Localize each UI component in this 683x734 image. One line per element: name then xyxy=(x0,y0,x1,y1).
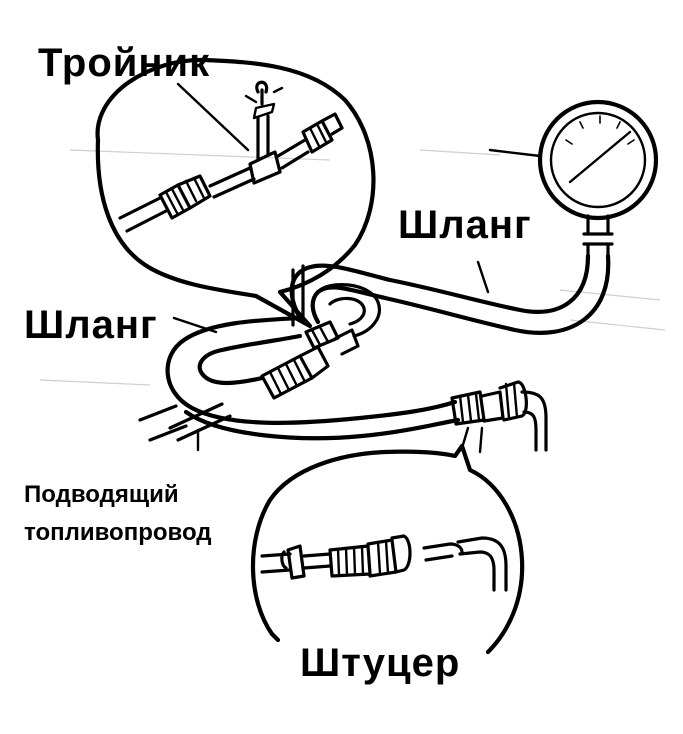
fitting-hose-outer xyxy=(165,315,458,425)
gauge-hose xyxy=(289,253,611,335)
fitting-bubble-hose xyxy=(260,552,292,574)
fitting-bubble-clamp xyxy=(280,544,306,580)
hose-loop xyxy=(316,283,381,338)
gauge-scale-marks xyxy=(565,115,635,145)
tee-bubble-tube-right xyxy=(276,138,310,170)
tee-label: Тройник xyxy=(38,41,210,85)
fitting-magnifier-bubble xyxy=(250,443,525,655)
fitting-label: Штуцер xyxy=(300,641,460,685)
supply-pipe-vertical xyxy=(520,390,548,452)
tee-bubble-nut-right xyxy=(301,112,344,154)
hose-right-leader-line xyxy=(476,260,490,294)
gauge-dial xyxy=(549,111,647,209)
tee-bubble-hose xyxy=(118,196,168,233)
fitting-bubble-gap xyxy=(269,631,281,643)
gauge-hose-inner xyxy=(310,253,611,335)
hose-right-label: Шланг xyxy=(398,203,532,247)
tee-bubble-outline xyxy=(95,57,376,329)
fitting-bubble-pipe xyxy=(422,536,508,592)
supply-line-label-line2: топливопровод xyxy=(24,519,212,546)
pressure-gauge xyxy=(488,99,659,258)
tee-magnifier-bubble xyxy=(95,57,376,329)
gauge-needle xyxy=(568,130,632,184)
hose-left-leader-line xyxy=(172,316,218,334)
fitting-hose-bottom xyxy=(183,409,461,441)
fitting-bubble-outline xyxy=(250,443,525,655)
supply-fuel-line xyxy=(138,402,232,452)
hose-left-label: Шланг xyxy=(24,303,158,347)
tee-bubble-tube xyxy=(208,166,256,199)
tee-fitting xyxy=(244,80,284,185)
supply-line-label-line1: Подводящий xyxy=(24,481,179,508)
gauge-connector xyxy=(582,214,614,258)
fitting-hose xyxy=(165,315,461,441)
gauge-hose-outer xyxy=(289,253,591,321)
fitting-bubble-union xyxy=(328,534,412,578)
fitting-bubble-tube xyxy=(302,552,332,570)
tee-leader-line xyxy=(176,82,250,152)
junction-tee xyxy=(291,264,360,356)
tee-bubble-nut-left xyxy=(158,174,212,220)
gauge-side-pointer xyxy=(488,148,542,158)
main-fitting xyxy=(450,380,528,426)
fitting-hose-inner xyxy=(197,333,303,386)
junction-fitting xyxy=(260,345,330,400)
gauge-outer-ring xyxy=(537,99,659,221)
